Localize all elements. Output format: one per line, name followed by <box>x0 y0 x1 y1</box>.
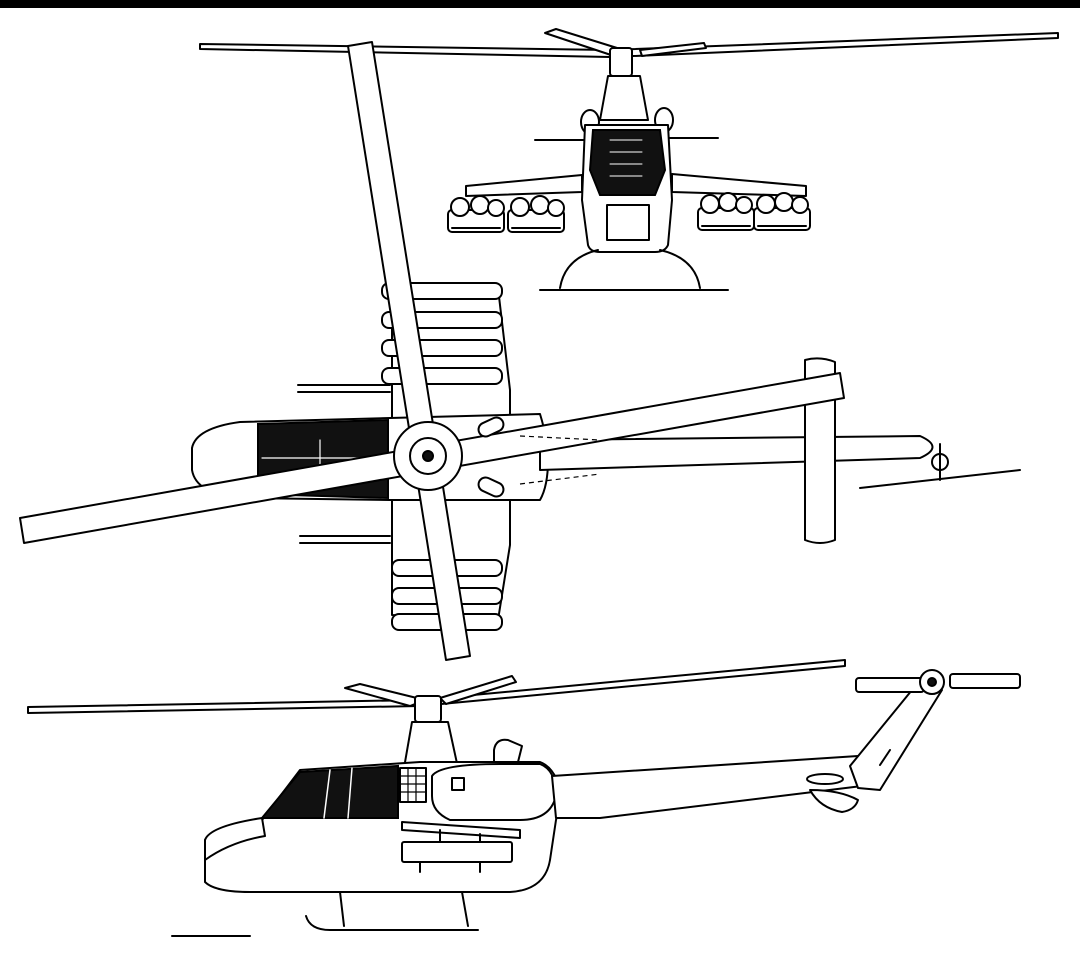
front-stub-wing-left <box>465 174 583 197</box>
top-intake-upper <box>477 416 505 438</box>
front-landing-gear <box>539 249 729 291</box>
front-stub-wing-right <box>671 173 807 197</box>
side-view <box>27 659 1021 937</box>
side-nose <box>204 817 266 861</box>
side-exhaust <box>493 738 523 763</box>
side-ventral-fin <box>809 789 859 813</box>
top-intake-lower <box>477 476 505 498</box>
side-stub-wing <box>401 821 521 839</box>
side-canopy <box>259 764 399 819</box>
front-canopy <box>588 129 667 196</box>
side-tail-fin <box>849 689 943 791</box>
front-rocket-pods-left <box>447 195 565 233</box>
side-rotor-hub <box>414 695 442 723</box>
front-rotor-hub <box>609 47 633 77</box>
side-landing-skids <box>171 891 479 937</box>
front-rocket-pods-right <box>697 192 811 231</box>
side-tail-rotor-blade-right <box>949 673 1021 689</box>
front-chin <box>606 204 650 241</box>
front-gearbox <box>599 75 649 121</box>
side-tail-rotor-blade-left <box>855 677 925 693</box>
side-vent-grid <box>399 767 427 803</box>
side-tail-boom <box>551 755 871 819</box>
side-rocket-pod <box>401 841 513 863</box>
top-view <box>19 41 1021 661</box>
top-border-bar <box>0 0 1080 8</box>
front-view <box>199 28 1059 291</box>
side-engine-cowling <box>431 763 557 821</box>
